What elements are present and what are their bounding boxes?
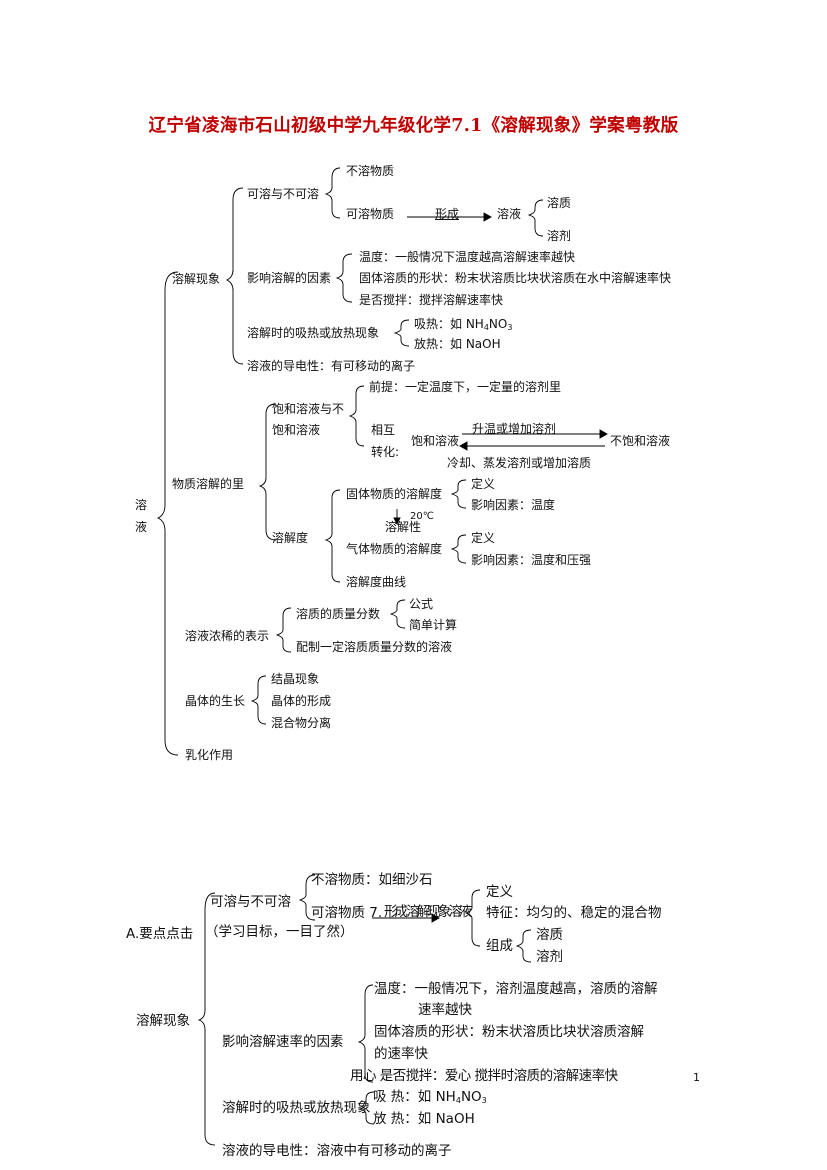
text-prepare: 配制一定溶质质量分数的溶液 — [296, 640, 453, 654]
text-mutual-a: 相互 — [371, 423, 396, 437]
text-b-soluble: 可溶物质 7. — [311, 905, 383, 921]
label-form: 形成 — [435, 207, 460, 221]
node-saturated-b: 饱和溶液 — [272, 423, 321, 437]
text-cool: 冷却、蒸发溶剂或增加溶质 — [447, 456, 592, 470]
text-unsat: 不饱和溶液 — [610, 434, 671, 448]
text-factor-temp: 影响因素：温度 — [471, 498, 556, 512]
text-b-temp-b: 速率越快 — [418, 1002, 472, 1018]
node-conduct: 溶液的导电性：有可移动的离子 — [247, 359, 416, 373]
text-absorb: 吸热：如 NH4NO3 — [414, 317, 513, 332]
text-b-temp-a: 温度：一般情况下，溶剂温度越高，溶质的溶解 — [374, 981, 658, 997]
text-def1: 定义 — [471, 477, 496, 491]
text-b-stir: 用心 是否搅拌：爱心 搅拌时溶质的溶解速率快 — [350, 1068, 618, 1084]
text-b-insoluble: 不溶物质：如细沙石 — [311, 872, 433, 888]
node-solubility: 溶解度 — [272, 531, 309, 545]
text-crystallize: 结晶现象 — [271, 672, 320, 686]
text-b-absorb: 吸 热：如 NH4NO3 — [373, 1089, 487, 1105]
text-crystal-form: 晶体的形成 — [271, 694, 332, 708]
text-stir: 是否搅拌：搅拌溶解速率快 — [359, 293, 504, 307]
text-b-compose: 组成 — [486, 938, 513, 954]
text-twenty: 20℃ — [410, 511, 434, 522]
root-char-1: 溶 — [135, 498, 148, 512]
text-b-shape-a: 固体溶质的形状：粉末状溶质比块状溶质溶解 — [374, 1024, 644, 1040]
node-b-soluble-or-not: 可溶与不可溶 — [210, 894, 291, 910]
node-amount: 物质溶解的里 — [172, 477, 245, 491]
node-concentration: 溶液浓稀的表示 — [185, 629, 270, 643]
node-factors: 影响溶解的因素 — [247, 271, 332, 285]
text-temp: 温度：一般情况下温度越高溶解速率越快 — [359, 250, 576, 264]
node-solute: 溶质 — [547, 196, 572, 210]
text-b-overlap: 形成 溶解现象溶液 — [384, 904, 472, 920]
node-solid-sol: 固体物质的溶解度 — [346, 487, 443, 501]
text-b-feature: 特征：均匀的、稳定的混合物 — [486, 905, 662, 921]
text-b-solute: 溶质 — [536, 927, 563, 943]
text-factor-tp: 影响因素：温度和压强 — [471, 553, 592, 567]
node-mass-fraction: 溶质的质量分数 — [296, 607, 381, 621]
node-emulsify: 乳化作用 — [185, 748, 234, 762]
text-heat-add: 升温或增加溶剂 — [472, 422, 557, 436]
document-title: 辽宁省凌海市石山初级中学九年级化学7.1《溶解现象》学案粤教版 — [148, 116, 679, 136]
node-b-conduct: 溶液的导电性：溶液中有可移动的离子 — [222, 1143, 452, 1159]
node-soluble: 可溶物质 — [346, 207, 395, 221]
node-gas-sol: 气体物质的溶解度 — [346, 542, 443, 556]
node-crystal: 晶体的生长 — [185, 694, 246, 708]
node-b-dissolution: 溶解现象 — [136, 1013, 190, 1029]
text-separate: 混合物分离 — [271, 716, 332, 730]
node-b-heat: 溶解时的吸热或放热现象 — [222, 1100, 371, 1116]
text-b-shape-b: 的速率快 — [374, 1046, 428, 1062]
text-def2: 定义 — [471, 531, 496, 545]
heading-b: （学习目标，一目了然） — [205, 924, 354, 940]
node-insoluble: 不溶物质 — [346, 164, 395, 178]
text-formula: 公式 — [409, 597, 434, 611]
text-solubility-prop: 溶解性 — [385, 520, 422, 534]
node-b-rate-factors: 影响溶解速率的因素 — [222, 1034, 344, 1050]
text-b-define: 定义 — [486, 884, 513, 900]
text-b-solvent: 溶剂 — [536, 949, 563, 965]
text-release: 放热：如 NaOH — [414, 337, 501, 351]
text-mutual-b: 转化: — [371, 445, 400, 459]
heading-a: A.要点点击 — [126, 926, 194, 942]
text-premise: 前提：一定温度下，一定量的溶剂里 — [369, 380, 562, 394]
node-soluble-or-not: 可溶与不可溶 — [247, 187, 320, 201]
text-solid-shape: 固体溶质的形状：粉末状溶质比块状溶质在水中溶解速率快 — [359, 271, 672, 285]
node-solvent: 溶剂 — [547, 229, 572, 243]
text-b-release: 放 热：如 NaOH — [373, 1111, 475, 1127]
root-char-2: 液 — [135, 520, 148, 534]
text-sat: 饱和溶液 — [411, 434, 460, 448]
node-solution: 溶液 — [497, 207, 522, 221]
node-heat: 溶解时的吸热或放热现象 — [247, 326, 380, 340]
node-dissolution: 溶解现象 — [172, 272, 221, 286]
node-curve: 溶解度曲线 — [346, 575, 407, 589]
page-number: 1 — [693, 1071, 700, 1084]
text-calc: 简单计算 — [409, 618, 458, 632]
node-saturated-a: 饱和溶液与不 — [272, 402, 345, 416]
